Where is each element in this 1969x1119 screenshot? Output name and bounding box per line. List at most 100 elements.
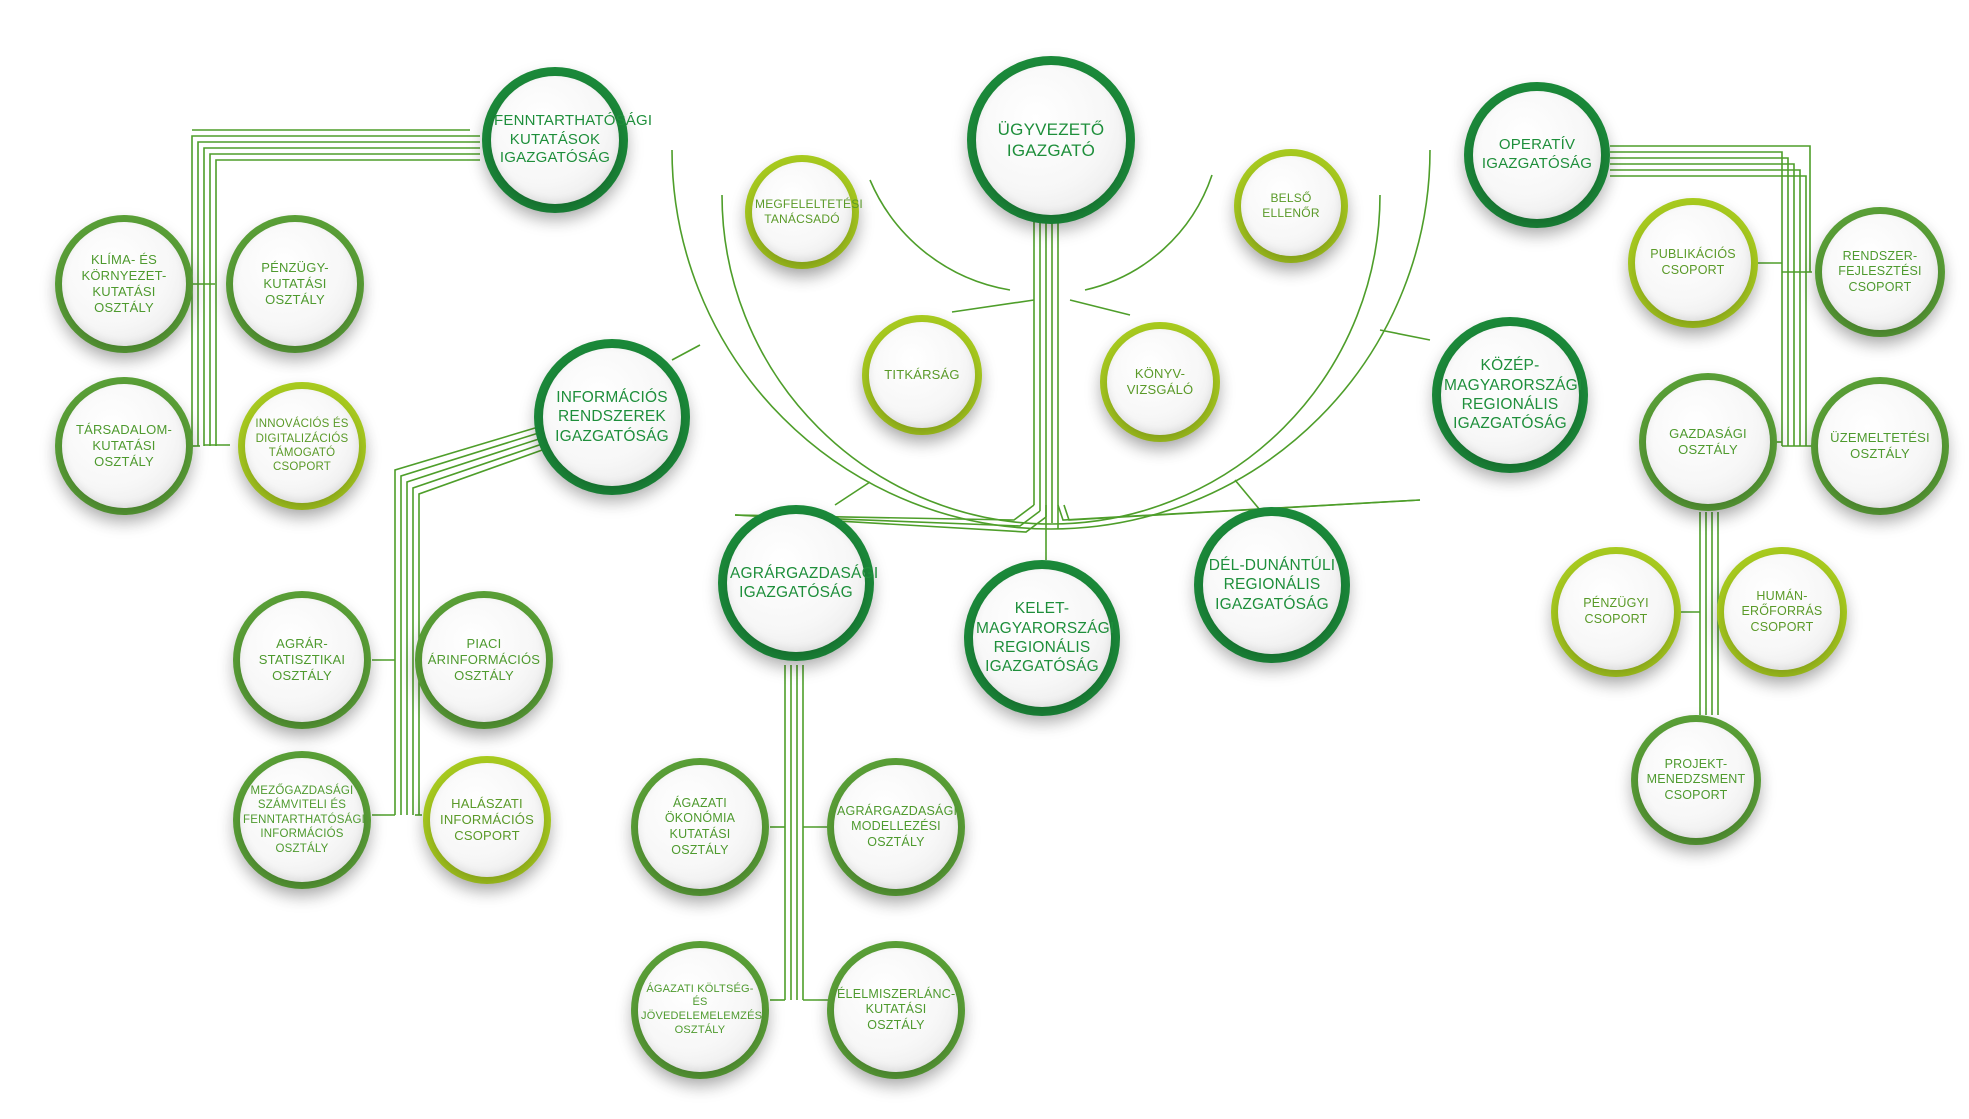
node-label: AGRÁRGAZDASÁGI IGAZGATÓSÁG [730,564,879,601]
node-label: INFORMÁCIÓS RENDSZEREK IGAZGATÓSÁG [555,388,669,445]
node-face [1635,205,1751,321]
node-face [1441,326,1579,464]
node-ceo: ÜGYVEZETŐ IGAZGATÓ [967,56,1135,224]
connector-line-34 [418,448,546,815]
node-face [1107,329,1213,435]
node-south-transdanubia: DÉL-DUNÁNTÚLI REGIONÁLIS IGAZGATÓSÁG [1194,507,1350,663]
connector-line-16 [1069,299,1131,316]
node-label: HALÁSZATI INFORMÁCIÓS CSOPORT [440,795,534,844]
node-face [752,162,852,262]
node-face [1822,214,1938,330]
connector-line-2 [869,179,1011,291]
node-sector-econ: ÁGAZATI ÖKONÓMIA KUTATÁSI OSZTÁLY [631,758,769,896]
node-label: PROJEKT- MENEDZSMENT CSOPORT [1646,756,1746,802]
node-farm-accounting: MEZŐGAZDASÁGI SZÁMVITELI ÉS FENNTARTHATÓ… [233,751,371,889]
node-secretariat: TITKÁRSÁG [862,315,982,435]
node-label: ÜZEMELTETÉSI OSZTÁLY [1830,429,1930,461]
node-label: KÖNYV- VIZSGÁLÓ [1126,365,1194,397]
node-label: ÉLELMISZERLÁNC- KUTATÁSI OSZTÁLY [837,986,956,1032]
connector-line-18 [1234,479,1261,511]
node-label: PIACI ÁRINFORMÁCIÓS OSZTÁLY [427,635,541,684]
node-face [233,222,357,346]
connector-line-25 [215,159,480,446]
connector-line-24 [209,153,480,446]
node-label: RENDSZER- FEJLESZTÉSI CSOPORT [1838,248,1922,294]
node-label: INNOVÁCIÓS ÉS DIGITALIZÁCIÓS TÁMOGATÓ CS… [255,418,349,474]
node-label: MEZŐGAZDASÁGI SZÁMVITELI ÉS FENNTARTHATÓ… [243,785,366,855]
connector-line-52 [1610,145,1811,272]
connector-line-51 [1610,175,1807,446]
node-face [1818,384,1942,508]
node-label: OPERATÍV IGAZGATÓSÁG [1481,136,1593,172]
node-face [240,758,364,882]
connector-line-31 [400,430,546,815]
node-face [491,76,619,204]
node-face [1638,722,1754,838]
connector-line-1 [721,194,1381,525]
node-label: ÁGAZATI KÖLTSÉG- ÉS JÖVEDELEMELEMZÉSI OS… [641,982,766,1036]
connector-line-49 [1610,163,1795,446]
node-face [543,348,681,486]
connector-line-23 [203,147,480,446]
node-label: FENNTARTHATÓSÁGI KUTATÁSOK IGAZGATÓSÁG [494,111,653,167]
connector-line-48 [1610,157,1789,446]
node-fishery: HALÁSZATI INFORMÁCIÓS CSOPORT [423,756,551,884]
node-face [1558,554,1674,670]
node-face [834,948,958,1072]
node-publications: PUBLIKÁCIÓS CSOPORT [1628,198,1758,328]
node-label: PÉNZÜGY- KUTATÁSI OSZTÁLY [261,259,329,308]
node-central-hu: KÖZÉP- MAGYARORSZÁGI REGIONÁLIS IGAZGATÓ… [1432,317,1588,473]
node-face [62,384,186,508]
connector-line-32 [406,436,546,815]
connector-line-47 [1610,151,1783,446]
node-label: KLÍMA- ÉS KÖRNYEZET- KUTATÁSI OSZTÁLY [81,251,167,316]
node-face [1724,554,1840,670]
node-east-hu: KELET- MAGYARORSZÁGI REGIONÁLIS IGAZGATÓ… [964,560,1120,716]
node-face [1473,91,1601,219]
node-economic: GAZDASÁGI OSZTÁLY [1639,373,1777,511]
node-climate: KLÍMA- ÉS KÖRNYEZET- KUTATÁSI OSZTÁLY [55,215,193,353]
connector-line-20 [671,344,701,361]
connector-line-22 [197,141,480,446]
connector-line-21 [191,135,480,446]
node-face [973,569,1111,707]
node-innovation: INNOVÁCIÓS ÉS DIGITALIZÁCIÓS TÁMOGATÓ CS… [238,382,366,510]
connector-line-13 [1063,499,1421,521]
node-face [976,65,1126,215]
connector-line-33 [412,442,546,815]
node-face [62,222,186,346]
node-face [1241,156,1341,256]
node-info-systems: INFORMÁCIÓS RENDSZEREK IGAZGATÓSÁG [534,339,690,495]
node-face [430,763,544,877]
node-label: TÁRSADALOM- KUTATÁSI OSZTÁLY [75,421,173,470]
node-label: TITKÁRSÁG [884,366,960,382]
connector-line-17 [834,481,871,506]
node-social-research: TÁRSADALOM- KUTATÁSI OSZTÁLY [55,377,193,515]
node-pm: PROJEKT- MENEDZSMENT CSOPORT [1631,715,1761,845]
node-label: AGRÁRGAZDASÁGI MODELLEZÉSI OSZTÁLY [837,803,958,849]
node-face [638,765,762,889]
node-agri-stat: AGRÁR- STATISZTIKAI OSZTÁLY [233,591,371,729]
node-face [1646,380,1770,504]
node-compliance: MEGFELELTETÉSI TANÁCSADÓ [745,155,863,269]
node-face [869,322,975,428]
connector-line-3 [1084,174,1213,291]
node-label: BELSŐ ELLENŐR [1262,191,1320,220]
node-agri-modelling: AGRÁRGAZDASÁGI MODELLEZÉSI OSZTÁLY [827,758,965,896]
node-cost-income: ÁGAZATI KÖLTSÉG- ÉS JÖVEDELEMELEMZÉSI OS… [631,941,769,1079]
node-label: KÖZÉP- MAGYARORSZÁGI REGIONÁLIS IGAZGATÓ… [1444,357,1583,433]
node-label: PÉNZÜGYI CSOPORT [1583,596,1649,626]
node-agri-econ: AGRÁRGAZDASÁGI IGAZGATÓSÁG [718,505,879,661]
node-face [422,598,546,722]
node-face [638,948,762,1072]
node-label: ÁGAZATI ÖKONÓMIA KUTATÁSI OSZTÁLY [664,795,736,857]
node-face [834,765,958,889]
node-food-chain: ÉLELMISZERLÁNC- KUTATÁSI OSZTÁLY [827,941,965,1079]
node-operative: OPERATÍV IGAZGATÓSÁG [1464,82,1610,228]
node-label: PUBLIKÁCIÓS CSOPORT [1650,247,1736,277]
node-label: DÉL-DUNÁNTÚLI REGIONÁLIS IGAZGATÓSÁG [1208,556,1336,613]
node-finance-group: PÉNZÜGYI CSOPORT [1551,547,1681,677]
node-face [240,598,364,722]
node-operations: ÜZEMELTETÉSI OSZTÁLY [1811,377,1949,515]
node-face [1203,516,1341,654]
